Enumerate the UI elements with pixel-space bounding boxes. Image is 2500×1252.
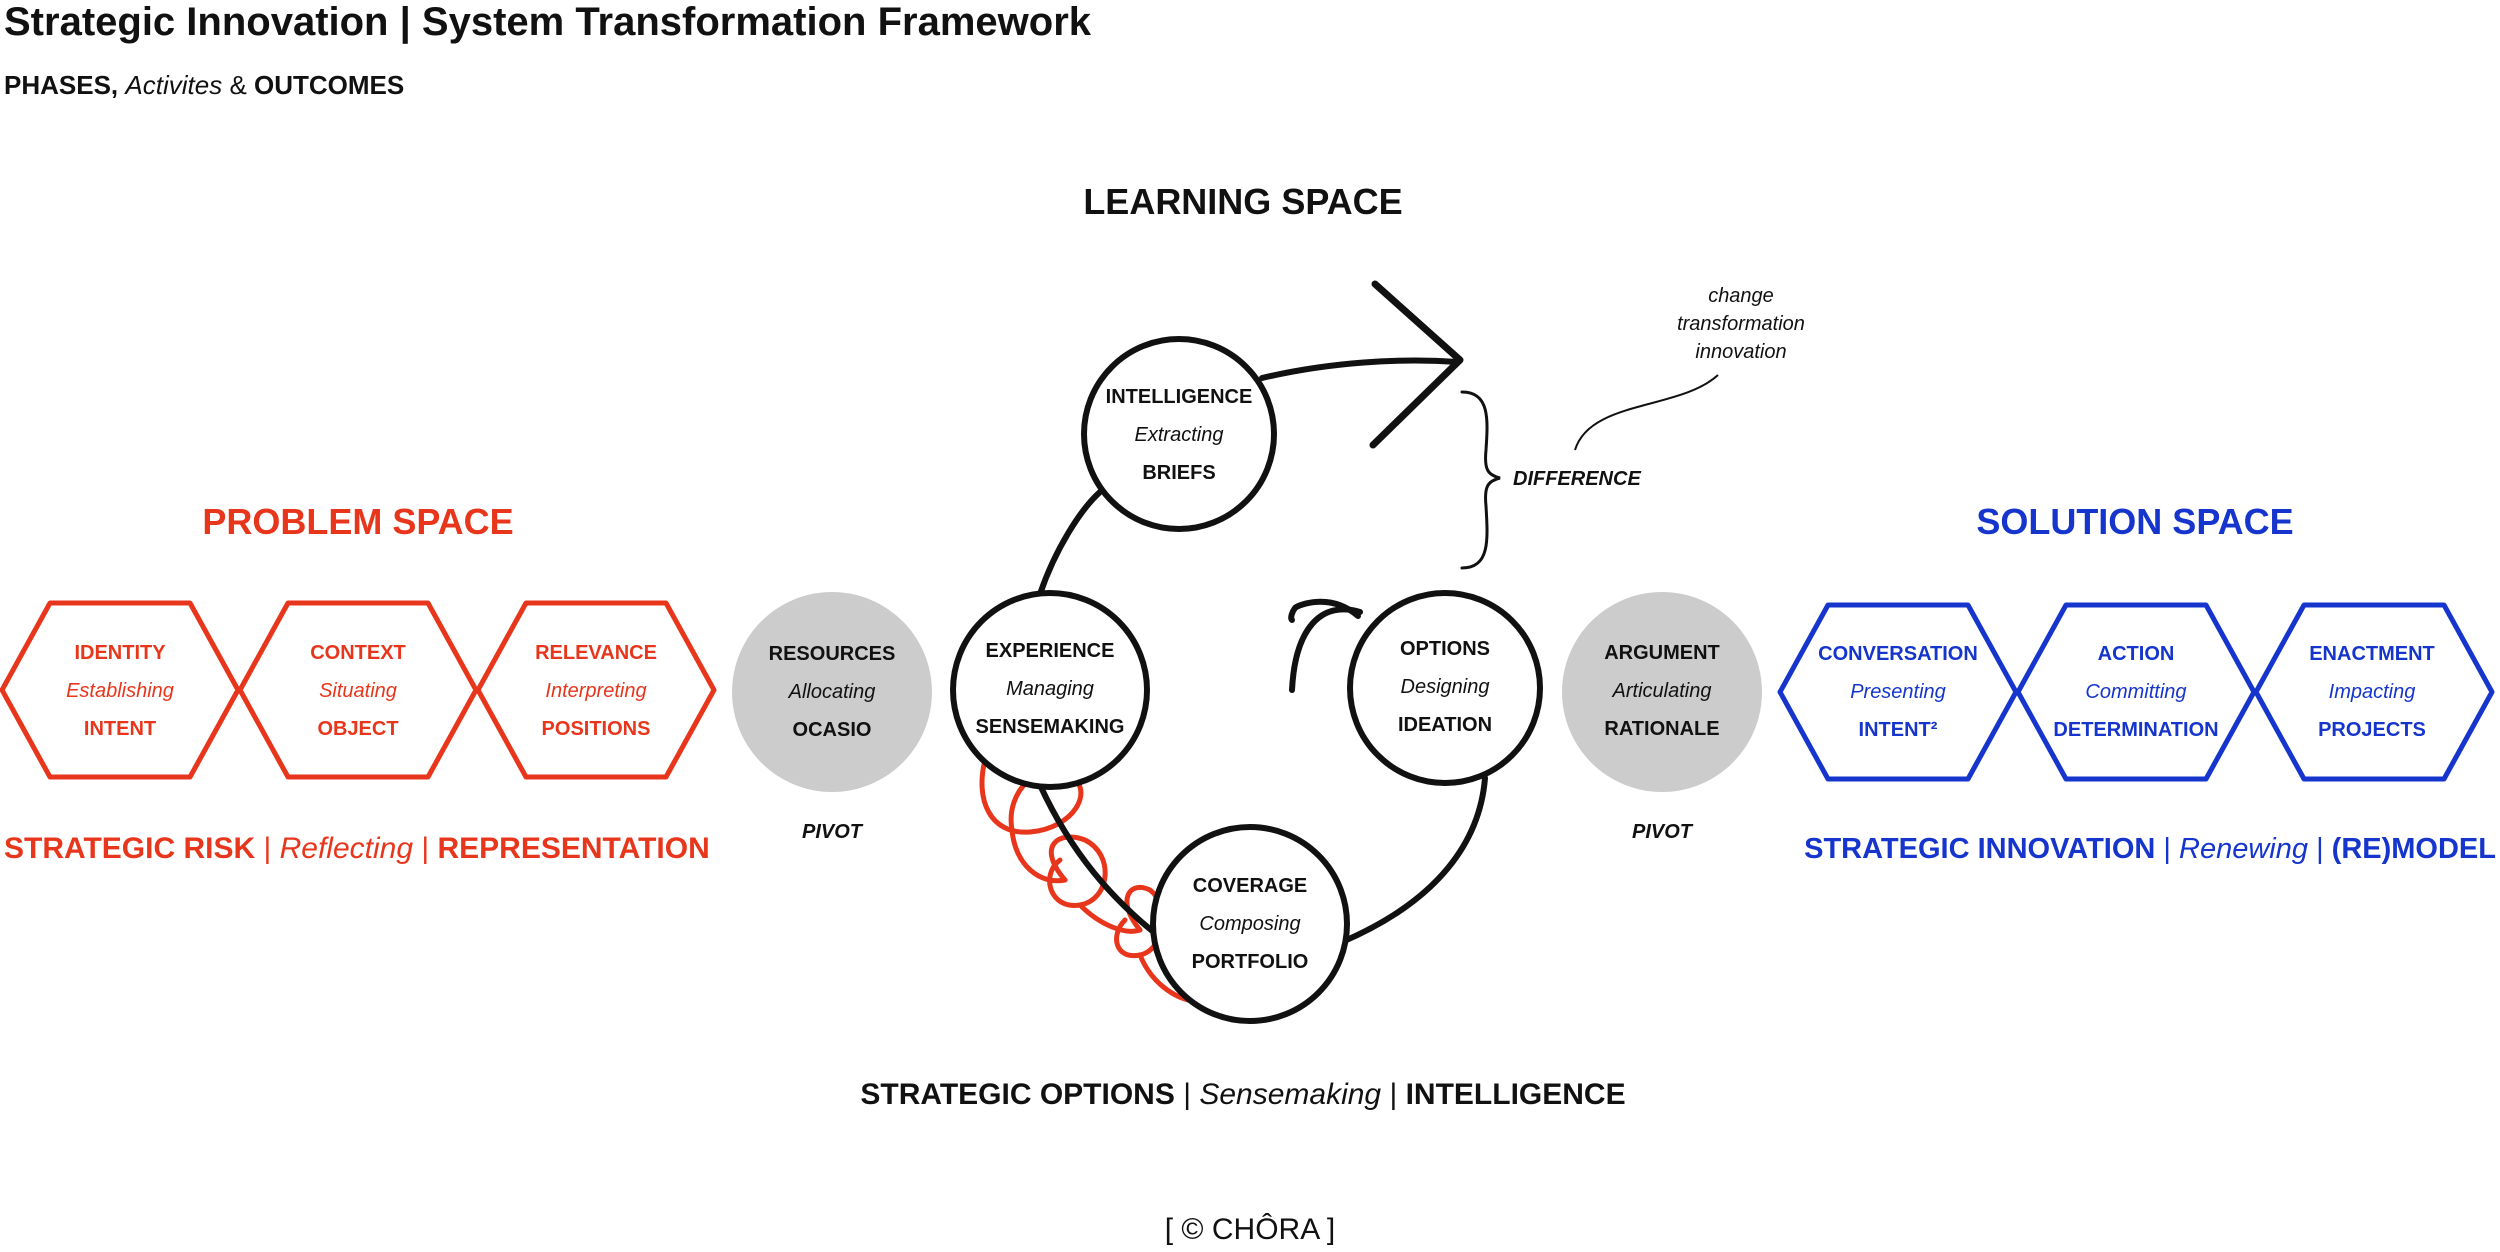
annotation-leader-line xyxy=(1574,374,1719,451)
arc-coverage-to-options xyxy=(1339,775,1488,945)
footer-middle: Reflecting xyxy=(280,832,414,865)
pivot-activity: Allocating xyxy=(788,681,876,703)
pivot-bottom-label: RATIONALE xyxy=(1604,718,1719,740)
page-subtitle: PHASES, Activites & OUTCOMES xyxy=(4,70,404,101)
footer-sep: | xyxy=(421,832,429,865)
cycle-node-experience: EXPERIENCE Managing SENSEMAKING xyxy=(950,590,1150,790)
annotation-text: change transformation innovation xyxy=(1677,285,1805,363)
arc-intelligence-to-arrow xyxy=(1259,357,1461,381)
footer-left: STRATEGIC INNOVATION xyxy=(1804,833,2155,865)
hexagon-top-label: CONTEXT xyxy=(310,642,406,664)
footer-right: INTELLIGENCE xyxy=(1406,1078,1626,1111)
hexagon-activity: Committing xyxy=(2085,681,2186,703)
brace-icon xyxy=(1460,390,1501,570)
hexagon-top-label: IDENTITY xyxy=(74,642,166,664)
hexagon-bottom-label: POSITIONS xyxy=(542,718,651,740)
subtitle-activities: Activites xyxy=(125,70,223,100)
pivot-label: PIVOT xyxy=(802,821,864,843)
arc-experience-to-intelligence xyxy=(1037,489,1103,597)
pivot-label: PIVOT xyxy=(1632,821,1694,843)
cycle-node-circle xyxy=(1081,336,1277,532)
node-bottom-label: SENSEMAKING xyxy=(976,716,1125,738)
hexagon-relevance xyxy=(475,600,717,780)
page-title: Strategic Innovation | System Transforma… xyxy=(4,0,1092,44)
footer-left: STRATEGIC RISK xyxy=(4,832,255,865)
learning-space-label: LEARNING SPACE xyxy=(1083,181,1402,222)
annotation-line-1: change xyxy=(1708,285,1774,307)
annotation-line-2: transformation xyxy=(1677,313,1805,335)
footer-middle: Sensemaking xyxy=(1199,1078,1381,1111)
node-top-label: OPTIONS xyxy=(1400,638,1490,660)
node-activity: Managing xyxy=(1006,678,1094,700)
problem-space-footer: STRATEGIC RISK | Reflecting | REPRESENTA… xyxy=(4,832,710,865)
cycle-node-circle xyxy=(950,590,1150,790)
difference-label: DIFFERENCE xyxy=(1513,468,1641,490)
learning-space-footer: STRATEGIC OPTIONS | Sensemaking | INTELL… xyxy=(860,1078,1625,1111)
hexagon-bottom-label: PROJECTS xyxy=(2318,719,2426,741)
learning-arrow-icon xyxy=(1369,280,1464,449)
hexagon-bottom-label: INTENT² xyxy=(1859,719,1938,741)
hexagon-activity: Interpreting xyxy=(545,680,646,702)
hexagon-bottom-label: OBJECT xyxy=(317,718,398,740)
hexagon-top-label: CONVERSATION xyxy=(1818,643,1978,665)
arc-options-hook-tail xyxy=(1289,606,1363,693)
hexagon-top-label: RELEVANCE xyxy=(535,642,657,664)
annotation-line-3: innovation xyxy=(1695,341,1786,363)
solution-space-label: SOLUTION SPACE xyxy=(1976,501,2293,542)
hexagon-enactment xyxy=(2253,602,2495,782)
footer-sep: | xyxy=(2163,833,2171,865)
hexagon-activity: Situating xyxy=(319,680,397,702)
footer-right: (RE)MODEL xyxy=(2332,833,2496,865)
node-bottom-label: PORTFOLIO xyxy=(1192,951,1309,973)
footer-sep: | xyxy=(1389,1078,1397,1111)
hexagon-top-label: ENACTMENT xyxy=(2309,643,2435,665)
hexagon-activity: Impacting xyxy=(2329,681,2416,703)
pivot-circle xyxy=(732,592,932,792)
node-activity: Composing xyxy=(1199,913,1300,935)
pivot-activity: Articulating xyxy=(1612,680,1712,702)
pivot-argument: ARGUMENT Articulating RATIONALE PIVOT xyxy=(1562,592,1762,843)
solution-space-footer: STRATEGIC INNOVATION | Renewing | (RE)MO… xyxy=(1804,833,2496,865)
subtitle-phases: PHASES, xyxy=(4,70,119,100)
footer-right: REPRESENTATION xyxy=(438,832,710,865)
arc-experience-to-coverage xyxy=(1037,782,1173,948)
node-activity: Extracting xyxy=(1135,424,1224,446)
solution-space: SOLUTION SPACE CONVERSATION Presenting I… xyxy=(1777,501,2496,865)
arc-options-hook xyxy=(1288,598,1361,623)
node-top-label: EXPERIENCE xyxy=(986,640,1115,662)
copyright-credit: [ © CHÔRA ] xyxy=(1164,1213,1336,1246)
problem-space-label: PROBLEM SPACE xyxy=(202,501,513,542)
node-top-label: COVERAGE xyxy=(1193,875,1307,897)
cycle-node-intelligence: INTELLIGENCE Extracting BRIEFS xyxy=(1081,336,1277,532)
hexagon-bottom-label: DETERMINATION xyxy=(2053,719,2218,741)
sensemaking-spiral xyxy=(979,757,1191,1003)
node-bottom-label: BRIEFS xyxy=(1142,462,1215,484)
footer-sep: | xyxy=(1183,1078,1191,1111)
hexagon-activity: Establishing xyxy=(66,680,174,702)
hexagon-activity: Presenting xyxy=(1850,681,1946,703)
node-activity: Designing xyxy=(1401,676,1490,698)
pivot-top-label: RESOURCES xyxy=(769,643,896,665)
pivot-circle xyxy=(1562,592,1762,792)
cycle-node-coverage: COVERAGE Composing PORTFOLIO xyxy=(1150,824,1350,1024)
footer-left: STRATEGIC OPTIONS xyxy=(860,1078,1174,1111)
cycle-node-options: OPTIONS Designing IDEATION xyxy=(1347,590,1543,786)
pivot-resources: RESOURCES Allocating OCASIO PIVOT xyxy=(732,592,932,843)
footer-sep: | xyxy=(2316,833,2324,865)
pivot-top-label: ARGUMENT xyxy=(1604,642,1720,664)
cycle-node-circle xyxy=(1347,590,1543,786)
footer-sep: | xyxy=(263,832,271,865)
subtitle-outcomes: OUTCOMES xyxy=(254,70,405,100)
problem-space: PROBLEM SPACE IDENTITY Establishing INTE… xyxy=(0,501,717,865)
cycle-arcs xyxy=(1037,357,1488,948)
hexagon-top-label: ACTION xyxy=(2098,643,2175,665)
subtitle-ampersand: & xyxy=(229,70,247,100)
node-bottom-label: IDEATION xyxy=(1398,714,1492,736)
node-top-label: INTELLIGENCE xyxy=(1106,386,1253,408)
hexagon-bottom-label: INTENT xyxy=(84,718,156,740)
cycle-node-circle xyxy=(1150,824,1350,1024)
footer-middle: Renewing xyxy=(2179,833,2308,865)
pivot-bottom-label: OCASIO xyxy=(793,719,872,741)
